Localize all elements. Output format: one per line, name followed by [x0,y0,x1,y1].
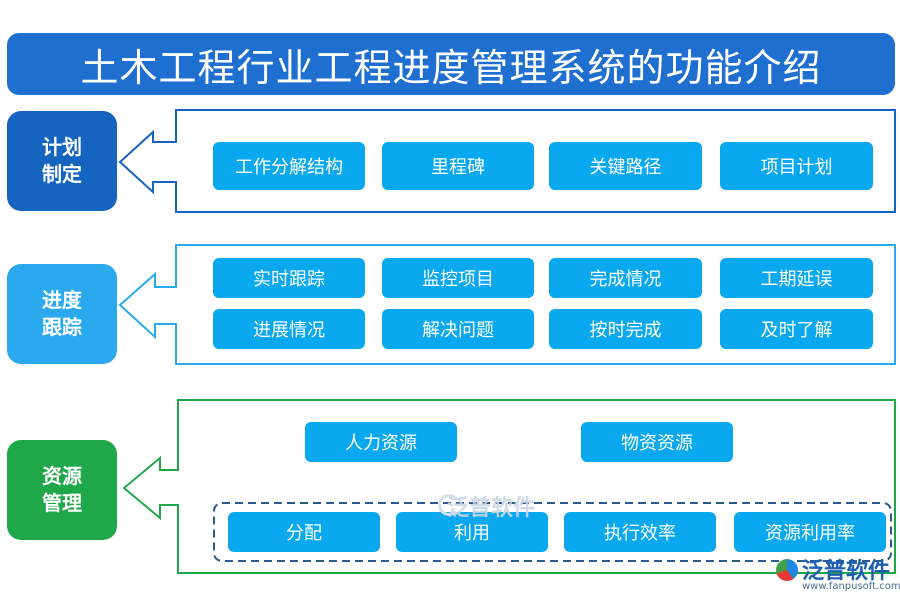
progress-item: 按时完成 [549,309,702,349]
brand-url: www.fanpusoft.com [802,581,900,592]
plan-callout-frame [118,109,896,213]
allocation-dashed-group [213,502,892,562]
progress-item: 解决问题 [382,309,534,349]
watermark-logo-icon [438,494,460,516]
watermark-text: 泛普软件 [447,496,536,521]
resource-sub-item: 资源利用率 [734,512,886,552]
progress-item: 及时了解 [720,309,873,349]
section-label-plan: 计划 制定 [7,111,117,211]
resource-sub-item: 利用 [396,512,548,552]
section-label-resource: 资源 管理 [7,440,117,540]
diagram-title: 土木工程行业工程进度管理系统的功能介绍 [7,33,895,95]
resource-item: 物资资源 [581,422,733,462]
progress-item: 完成情况 [549,258,702,298]
resource-callout-frame [122,399,896,574]
plan-item: 工作分解结构 [213,142,365,190]
section-label-progress: 进度 跟踪 [7,264,117,364]
plan-item: 项目计划 [720,142,873,190]
resource-item: 人力资源 [305,422,457,462]
progress-item: 监控项目 [382,258,534,298]
progress-item: 进展情况 [213,309,365,349]
plan-item: 关键路径 [549,142,702,190]
progress-item: 工期延误 [720,258,873,298]
progress-item: 实时跟踪 [213,258,365,298]
brand-logo: 泛普软件 www.fanpusoft.com [770,553,900,598]
plan-item: 里程碑 [382,142,534,190]
fanpu-logo-icon [776,559,798,581]
resource-sub-item: 分配 [228,512,380,552]
resource-sub-item: 执行效率 [564,512,716,552]
brand-name: 泛普软件 [802,559,891,584]
progress-callout-frame [118,244,896,365]
